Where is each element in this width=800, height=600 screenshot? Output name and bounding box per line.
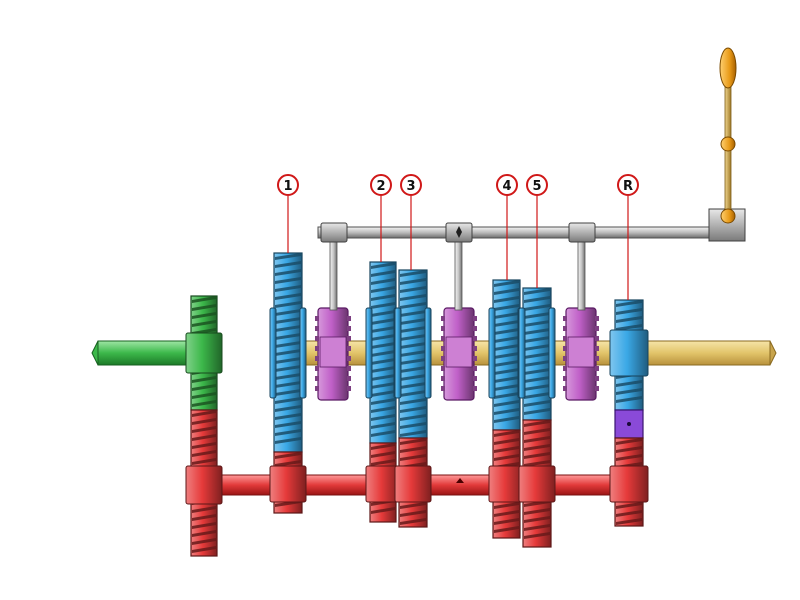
gear-reverse	[609, 299, 649, 527]
label-gear-5-text: 5	[532, 179, 541, 194]
input-shaft	[91, 340, 197, 366]
label-gear-2: 2	[370, 174, 392, 196]
label-gear-3-text: 3	[406, 179, 415, 194]
label-gear-2-text: 2	[376, 179, 385, 194]
gear-set	[185, 252, 649, 557]
synchro-collar-3-4	[441, 307, 477, 401]
gear-2	[365, 261, 401, 523]
selector-fork-1-2	[329, 237, 338, 311]
label-gear-1: 1	[277, 174, 299, 196]
selector-fork-5-r	[577, 237, 586, 311]
label-gear-1-text: 1	[283, 179, 292, 194]
input-gear-icon	[185, 295, 223, 557]
label-gear-reverse-text: R	[623, 179, 633, 194]
synchro-collar-1-2	[315, 307, 351, 401]
gear-labels: 1 2 3 4 5 R	[277, 174, 639, 300]
label-gear-4-text: 4	[502, 179, 511, 194]
label-gear-5: 5	[526, 174, 548, 196]
gear-1	[269, 252, 307, 514]
gear-3	[394, 269, 432, 528]
label-gear-reverse: R	[617, 174, 639, 196]
selector-mechanism	[317, 208, 746, 311]
synchro-collar-5-r	[563, 307, 599, 401]
gear-5	[518, 287, 556, 548]
selector-fork-3-4	[454, 237, 463, 311]
label-gear-4: 4	[496, 174, 518, 196]
label-gear-3: 3	[400, 174, 422, 196]
shift-lever-icon[interactable]	[719, 47, 737, 224]
